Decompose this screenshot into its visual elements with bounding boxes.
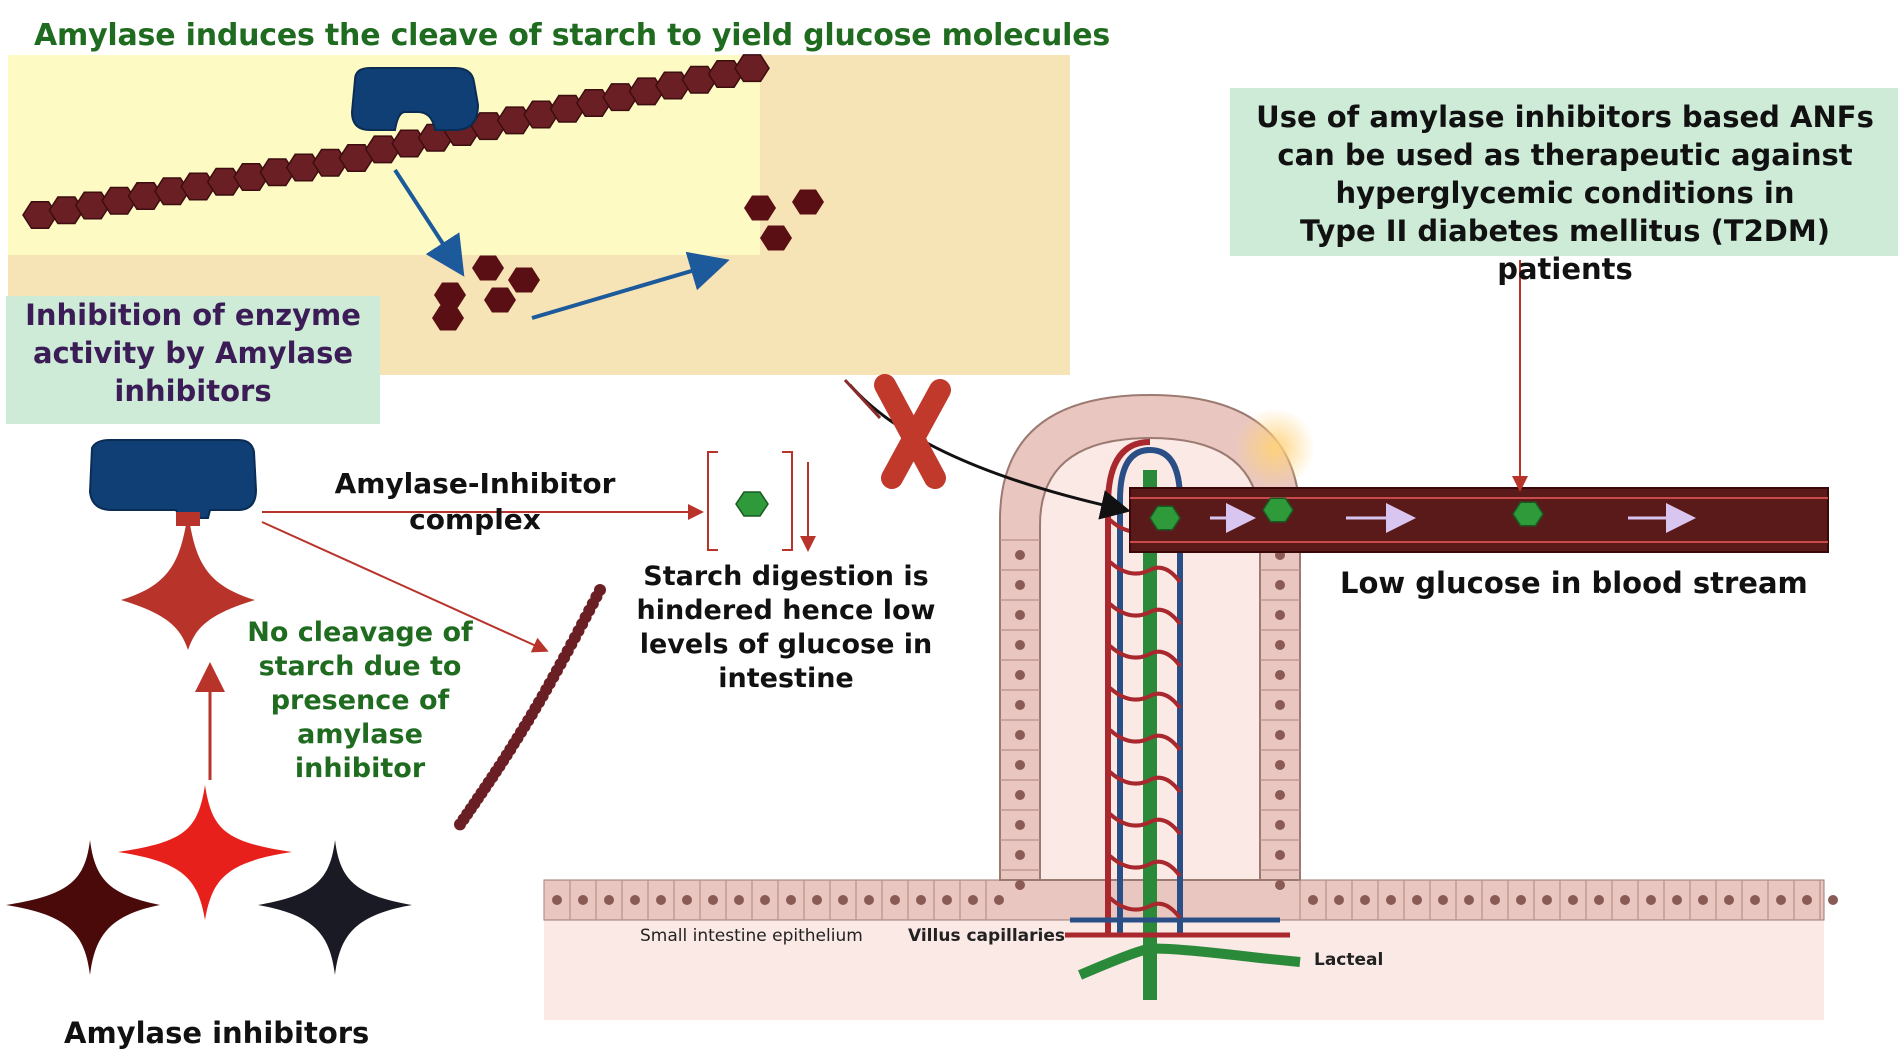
glucose-molecule: [744, 195, 776, 221]
intestine-bracket-left: [707, 451, 718, 551]
starch-bead: [364, 135, 401, 164]
therapeutic-line-3: hyperglycemic conditions in: [1335, 176, 1795, 210]
low-glucose-label: Low glucose in blood stream: [1340, 566, 1808, 600]
starch-bead: [285, 153, 322, 182]
starch-bead: [101, 186, 137, 215]
starch-hindered-line-1: Starch digestion is: [643, 561, 929, 592]
starch-bead: [470, 112, 507, 141]
starch-bead: [180, 172, 217, 201]
glucose-molecule: [760, 225, 792, 251]
starch-bead: [496, 106, 533, 135]
complex-line-2: complex: [409, 503, 541, 536]
starch-hindered-line-4: intestine: [718, 663, 854, 694]
therapeutic-line-4: Type II diabetes mellitus (T2DM) patient…: [1299, 214, 1830, 286]
starch-bead: [74, 191, 111, 220]
villus: [543, 393, 1838, 1020]
glucose-molecule: [472, 255, 504, 281]
starch-bead: [48, 196, 85, 225]
glucose-molecule: [1149, 505, 1181, 531]
top-title: Amylase induces the cleave of starch to …: [34, 18, 1110, 53]
starch-bead: [259, 158, 296, 187]
starch-bead: [454, 818, 466, 831]
glucose-release-arrow: [531, 251, 730, 320]
starch-bead: [602, 83, 638, 112]
inhibition-line-1: Inhibition of enzyme: [25, 298, 361, 332]
glucose-molecule: [1262, 497, 1294, 523]
blocked-x-mark: [874, 374, 951, 489]
complex-line-1: Amylase-Inhibitor: [334, 467, 616, 500]
starch-bead: [707, 59, 744, 88]
starch-hindered-label: Starch digestion is hindered hence low l…: [636, 560, 936, 696]
glucose-in-intestine: [735, 491, 769, 517]
starch-bead: [338, 144, 375, 173]
starch-bead: [655, 71, 691, 100]
inhibition-line-2: activity by Amylase: [32, 336, 354, 370]
starch-hindered-line-2: hindered hence low: [636, 595, 936, 626]
starch-bead: [233, 163, 269, 192]
no-cleavage-line-1: No cleavage of: [247, 617, 473, 648]
inhibitors-label: Amylase inhibitors: [64, 1016, 370, 1050]
glucose-clusters: [432, 189, 824, 331]
lacteal-label: Lacteal: [1314, 950, 1384, 970]
starch-bead: [391, 129, 428, 158]
glucose-molecule: [1512, 501, 1544, 527]
starch-bead: [127, 182, 164, 211]
inhibitor-black: [258, 840, 412, 975]
uncleaved-starch-chain: [454, 584, 606, 831]
cleave-arrow-down: [393, 168, 465, 277]
inhibitor-red: [118, 785, 292, 920]
starch-bead: [154, 177, 190, 206]
intestine-bracket-right: [782, 451, 793, 551]
inhibitor-bound: [121, 512, 255, 650]
capillaries-label: Villus capillaries: [908, 926, 1066, 946]
inhibitor-bound-top: [176, 512, 200, 526]
no-cleavage-line-3: presence of: [270, 685, 450, 716]
inhibition-line-3: inhibitors: [114, 374, 272, 408]
no-cleavage-line-4: amylase inhibitor: [294, 719, 426, 784]
starch-bead: [575, 88, 612, 117]
absorption-arrow-tail: [843, 378, 882, 420]
starch-bead: [523, 100, 559, 129]
therapeutic-line-2: can be used as therapeutic against: [1277, 138, 1853, 172]
glucose-molecule: [432, 305, 464, 331]
starch-chain: [22, 54, 770, 230]
starch-bead: [312, 148, 348, 177]
amylase-enzyme-bound: [88, 439, 258, 519]
no-cleavage-label: No cleavage of starch due to presence of…: [230, 616, 490, 786]
glucose-molecule: [484, 287, 516, 313]
starch-bead: [22, 200, 58, 230]
starch-bead: [206, 167, 243, 196]
inhibitor-dark: [6, 840, 160, 975]
inhibition-box-text: Inhibition of enzyme activity by Amylase…: [6, 296, 380, 410]
starch-bead: [681, 65, 718, 94]
therapeutic-box-text: Use of amylase inhibitors based ANFs can…: [1230, 98, 1900, 288]
glucose-molecule: [792, 189, 824, 215]
no-cleavage-arrow: [261, 521, 549, 653]
no-cleavage-line-2: starch due to: [258, 651, 462, 682]
amylase-enzyme-top: [350, 67, 480, 131]
starch-bead: [628, 77, 665, 106]
starch-bead: [734, 54, 770, 83]
epithelium-label: Small intestine epithelium: [640, 926, 863, 946]
starch-bead: [549, 94, 586, 123]
vessel-glucose: [1149, 497, 1544, 531]
therapeutic-line-1: Use of amylase inhibitors based ANFs: [1256, 100, 1874, 134]
glucose-molecule: [508, 267, 540, 293]
glucose-molecule: [434, 282, 466, 308]
complex-label: Amylase-Inhibitor complex: [320, 466, 630, 538]
inhibition-box: [6, 296, 380, 424]
starch-hindered-line-3: levels of glucose in: [639, 629, 933, 660]
therapeutic-box: [1230, 88, 1898, 256]
absorption-arrow: [848, 384, 1131, 520]
